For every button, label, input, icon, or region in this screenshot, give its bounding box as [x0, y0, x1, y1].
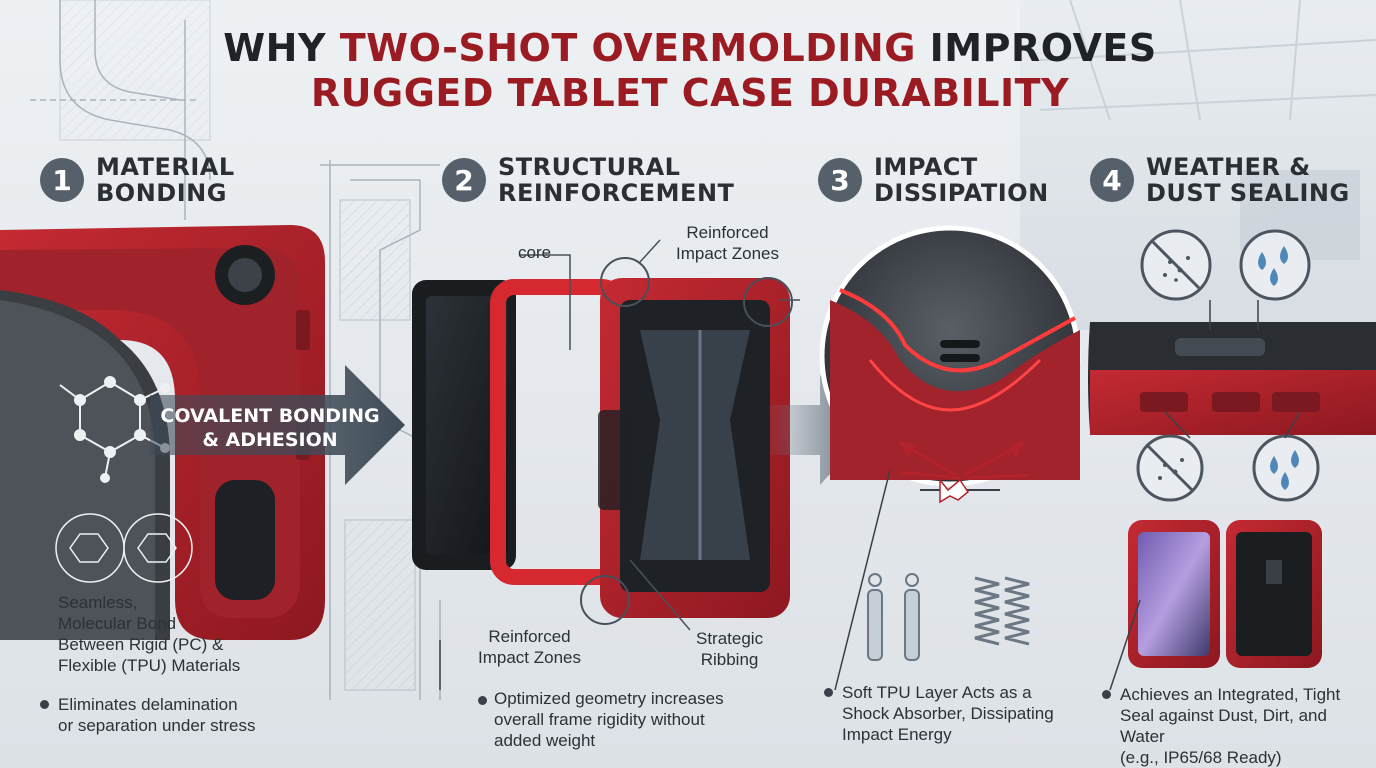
- label-line: Reinforced: [686, 223, 769, 242]
- title-line1-prefix: WHY: [223, 26, 340, 70]
- case-corner-illustration: [0, 225, 325, 640]
- no-dust-icon-lower: [1136, 434, 1204, 502]
- step-1-title-line2: BONDING: [96, 179, 227, 207]
- molecular-bond-caption: Seamless, Molecular Bond Between Rigid (…: [58, 592, 298, 676]
- step-3-title: IMPACT DISSIPATION: [874, 154, 1049, 206]
- step-2-title-line2: REINFORCEMENT: [498, 179, 735, 207]
- core-label: core: [518, 243, 552, 262]
- section1-bullet-text: Eliminates delamination or separation un…: [58, 694, 318, 736]
- bond-text-line: Seamless,: [58, 593, 138, 612]
- water-drops-icon-lower: [1252, 434, 1320, 502]
- step-4-title-line2: DUST SEALING: [1146, 179, 1350, 207]
- bullet-line: Optimized geometry increases: [494, 689, 724, 708]
- arrow-label-line2: & ADHESION: [202, 429, 338, 451]
- bullet-line: added weight: [494, 731, 596, 750]
- impact-zoom-illustration: [819, 225, 1081, 487]
- sealed-case-illustration: [1088, 322, 1376, 668]
- bullet-line: Impact Energy: [842, 725, 952, 744]
- step-1-title-line1: MATERIAL: [96, 153, 235, 181]
- section4-bullet-text: Achieves an Integrated, Tight Seal again…: [1120, 684, 1370, 768]
- bullet-line: Achieves an Integrated, Tight: [1120, 685, 1341, 704]
- reinforced-impact-zones-top-label: Reinforced Impact Zones: [676, 222, 779, 264]
- bullet-line: (e.g., IP65/68 Ready): [1120, 748, 1282, 767]
- step-2-heading: 2 STRUCTURAL REINFORCEMENT: [442, 154, 734, 206]
- bullet-line: Soft TPU Layer Acts as a: [842, 683, 1032, 702]
- title-line1-suffix: IMPROVES: [915, 26, 1157, 70]
- step-4-title-line1: WEATHER &: [1146, 153, 1311, 181]
- bullet-line: Shock Absorber, Dissipating: [842, 704, 1054, 723]
- step-2-number-badge: 2: [442, 158, 486, 202]
- step-3-number-badge: 3: [818, 158, 862, 202]
- label-line: Ribbing: [700, 650, 759, 669]
- bond-text-line: Between Rigid (PC) &: [58, 635, 224, 654]
- step-1-number-badge: 1: [40, 158, 84, 202]
- step-4-number-badge: 4: [1090, 158, 1134, 202]
- step-3-heading: 3 IMPACT DISSIPATION: [818, 154, 1049, 206]
- title-line1-highlight: TWO-SHOT OVERMOLDING: [339, 26, 916, 70]
- strategic-ribbing-label: Strategic Ribbing: [696, 628, 763, 670]
- reinforced-impact-zones-bottom-label: Reinforced Impact Zones: [478, 626, 581, 668]
- bond-text-line: Flexible (TPU) Materials: [58, 656, 241, 675]
- section1-bullet-icon: [40, 700, 49, 709]
- title-line2: RUGGED TABLET CASE DURABILITY: [310, 71, 1070, 115]
- bullet-line: Seal against Dust, Dirt, and Water: [1120, 706, 1327, 746]
- label-line: Reinforced: [488, 627, 571, 646]
- bond-text-line: Molecular Bond: [58, 614, 177, 633]
- step-4-heading: 4 WEATHER & DUST SEALING: [1090, 154, 1350, 206]
- covalent-bonding-arrow-label: COVALENT BONDING & ADHESION: [160, 404, 380, 452]
- step-3-title-line2: DISSIPATION: [874, 179, 1049, 207]
- water-drops-icon: [1239, 229, 1311, 301]
- step-2-title: STRUCTURAL REINFORCEMENT: [498, 154, 734, 206]
- section2-bullet-text: Optimized geometry increases overall fra…: [494, 688, 774, 751]
- label-line: Impact Zones: [478, 648, 581, 667]
- section2-bullet-icon: [478, 696, 487, 705]
- no-dust-icon: [1140, 229, 1212, 301]
- section4-bullet-icon: [1102, 690, 1111, 699]
- step-2-title-line1: STRUCTURAL: [498, 153, 681, 181]
- section3-bullet-text: Soft TPU Layer Acts as a Shock Absorber,…: [842, 682, 1092, 745]
- bullet-line: or separation under stress: [58, 716, 256, 735]
- label-line: Impact Zones: [676, 244, 779, 263]
- page-title: WHY TWO-SHOT OVERMOLDING IMPROVES RUGGED…: [150, 26, 1230, 116]
- bullet-line: Eliminates delamination: [58, 695, 238, 714]
- step-1-title: MATERIAL BONDING: [96, 154, 235, 206]
- step-3-title-line1: IMPACT: [874, 153, 978, 181]
- arrow-label-line1: COVALENT BONDING: [160, 405, 380, 427]
- label-line: Strategic: [696, 629, 764, 648]
- step-4-title: WEATHER & DUST SEALING: [1146, 154, 1350, 206]
- step-1-heading: 1 MATERIAL BONDING: [40, 154, 235, 206]
- section3-bullet-icon: [824, 688, 833, 697]
- bullet-line: overall frame rigidity without: [494, 710, 705, 729]
- exploded-case-illustration: [412, 239, 800, 631]
